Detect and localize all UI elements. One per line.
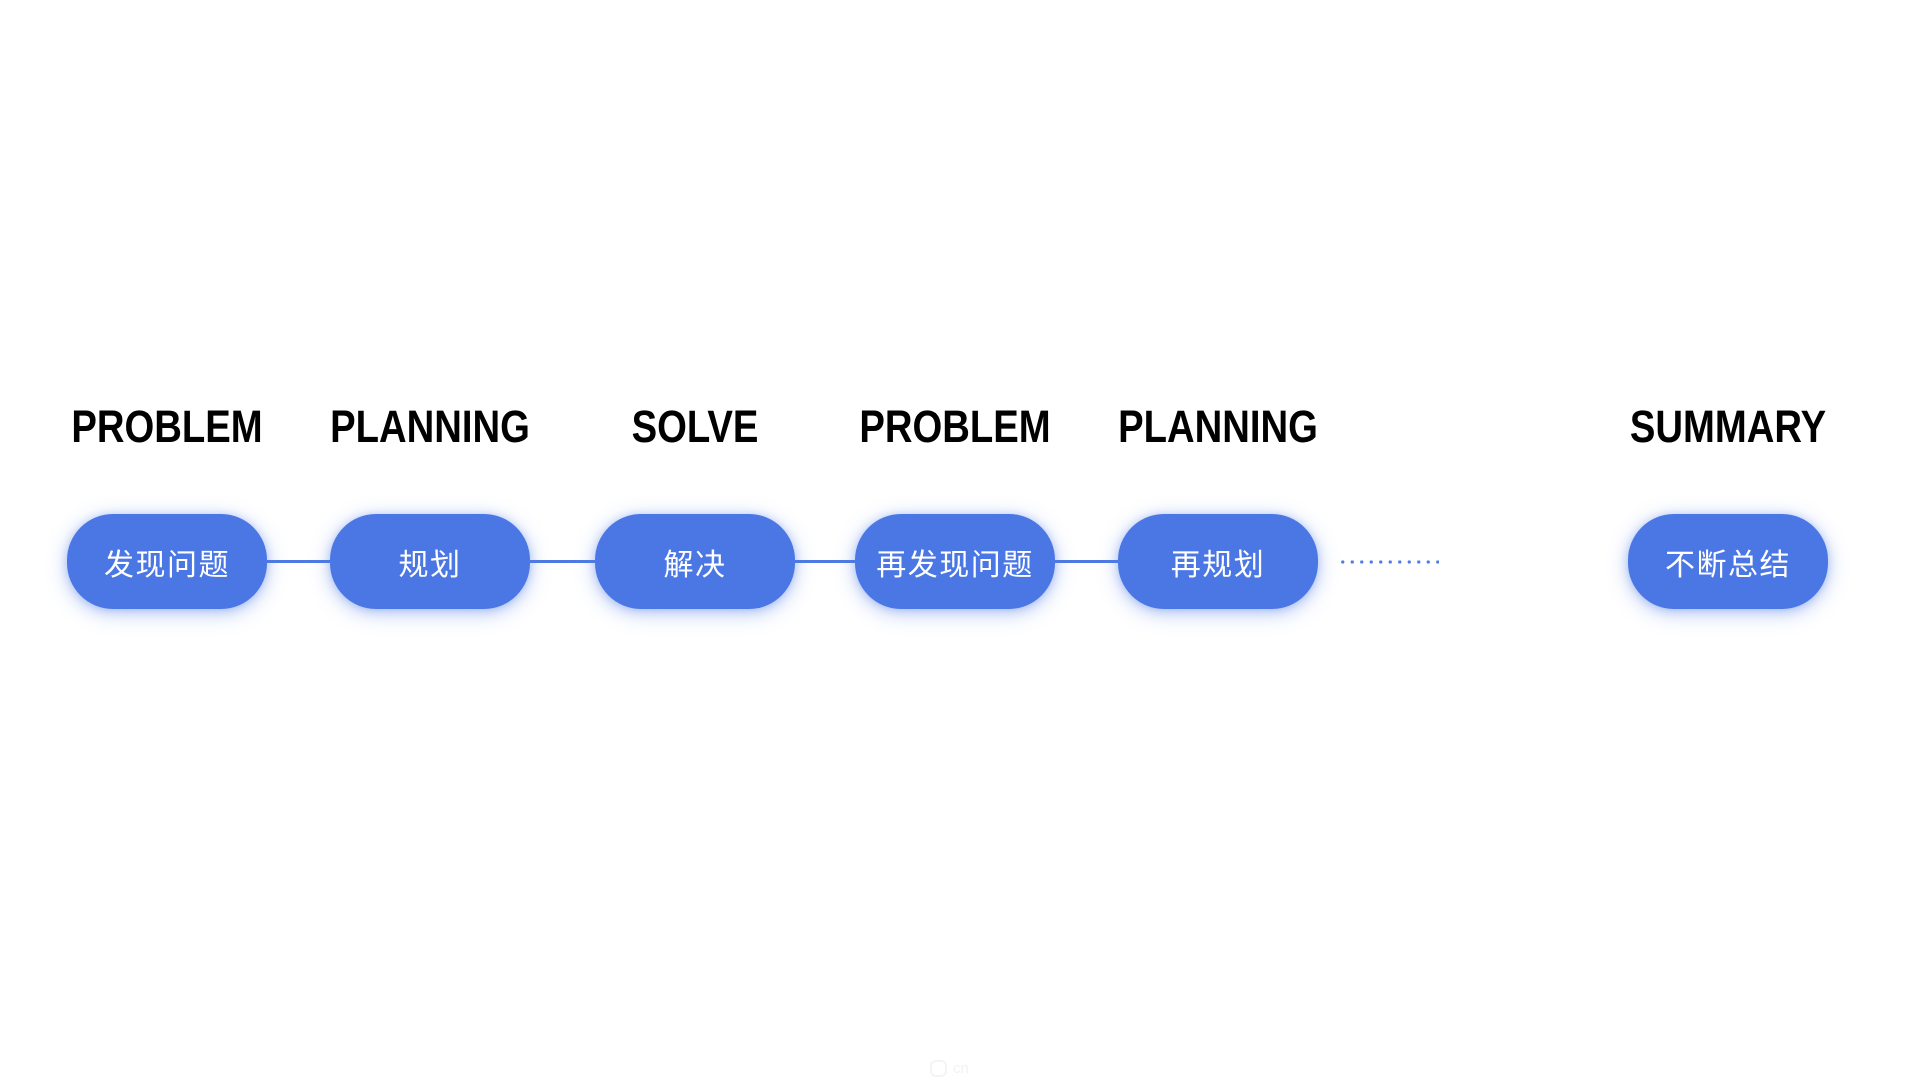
stage-label-en: SOLVE — [631, 401, 759, 452]
stage-label-en: PLANNING — [330, 401, 530, 452]
stage-label-en: PROBLEM — [71, 401, 263, 452]
watermark-logo-icon — [930, 1060, 947, 1077]
stage-pill: 解决 — [595, 514, 795, 609]
connector-line — [793, 560, 857, 563]
dotted-connector-line — [1338, 560, 1439, 564]
watermark-text: cn — [953, 1060, 969, 1077]
stage-pill: 规划 — [330, 514, 530, 609]
flow-stage-planning-1: PLANNING 规划 — [330, 404, 530, 614]
connector-line — [265, 560, 332, 563]
flow-stage-solve: SOLVE 解决 — [595, 404, 795, 614]
stage-pill: 再发现问题 — [855, 514, 1055, 609]
stage-pill: 再规划 — [1118, 514, 1318, 609]
stage-pill: 发现问题 — [67, 514, 267, 609]
stage-label-en: PROBLEM — [859, 401, 1051, 452]
connector-line — [528, 560, 597, 563]
flow-stage-summary: SUMMARY 不断总结 — [1628, 404, 1828, 614]
flow-stage-problem-2: PROBLEM 再发现问题 — [855, 404, 1055, 614]
stage-pill: 不断总结 — [1628, 514, 1828, 609]
watermark: cn — [930, 1057, 969, 1080]
stage-label-en: SUMMARY — [1629, 401, 1827, 452]
flow-stage-problem-1: PROBLEM 发现问题 — [67, 404, 267, 614]
connector-line — [1051, 560, 1120, 563]
flow-stage-planning-2: PLANNING 再规划 — [1118, 404, 1318, 614]
stage-label-en: PLANNING — [1118, 401, 1318, 452]
